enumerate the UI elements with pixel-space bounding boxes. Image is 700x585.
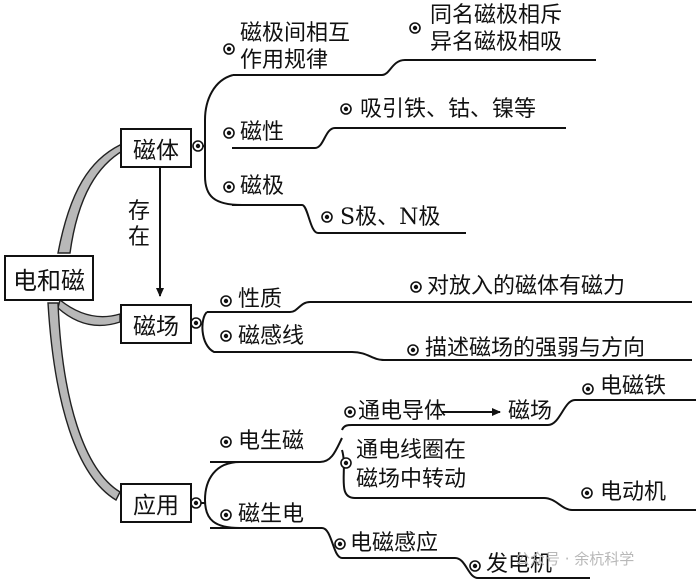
root-to-yingyong-branch bbox=[47, 302, 121, 501]
node-citi: 磁体 bbox=[120, 128, 192, 168]
citi-brace bbox=[204, 74, 243, 206]
rule-underline bbox=[233, 59, 596, 76]
rule-detail-1: 同名磁极相斥 bbox=[430, 3, 563, 28]
dianshengci-underline bbox=[210, 437, 343, 463]
xianquan-label-2: 磁场中转动 bbox=[356, 467, 467, 492]
rule-label: 磁极间相互 bbox=[240, 21, 351, 46]
cishengdian-underline bbox=[210, 527, 590, 579]
cixing-detail: 吸引铁、钴、镍等 bbox=[360, 97, 537, 122]
bullet-dots bbox=[193, 25, 591, 569]
yingyong-brace bbox=[203, 461, 241, 529]
tongdian-underline bbox=[341, 399, 696, 431]
xingzhi-link bbox=[289, 301, 692, 313]
xianquan-label-1: 通电线圈在 bbox=[356, 438, 467, 463]
dianshengci-label: 电生磁 bbox=[238, 429, 305, 454]
tongdian-label: 通电导体 bbox=[358, 399, 447, 424]
diancitie-label: 电磁铁 bbox=[600, 374, 667, 399]
xianquan-underline bbox=[341, 449, 696, 511]
cixing-label: 磁性 bbox=[240, 120, 285, 145]
rule-label-2: 作用规律 bbox=[240, 48, 329, 73]
diandongji-label: 电动机 bbox=[600, 480, 667, 505]
xingzhi-label: 性质 bbox=[238, 287, 283, 312]
bullet-markers bbox=[190, 22, 594, 572]
node-yingyong: 应用 bbox=[120, 483, 192, 523]
watermark: 公众号 · 余杭科学 bbox=[515, 550, 635, 568]
root-node: 电和磁 bbox=[4, 255, 94, 301]
exist-label-2: 在 bbox=[128, 225, 151, 250]
diancigan-label: 电磁感应 bbox=[350, 531, 439, 556]
cishengdian-label: 磁生电 bbox=[238, 502, 305, 527]
node-cichang: 磁场 bbox=[120, 304, 192, 344]
xingzhi-detail: 对放入的磁体有磁力 bbox=[427, 274, 626, 299]
cichang-target-label: 磁场 bbox=[508, 399, 553, 424]
ciganxian-label: 磁感线 bbox=[238, 324, 305, 349]
cichang-brace bbox=[201, 311, 385, 361]
ciji-detail: S极、N极 bbox=[340, 205, 441, 230]
ciganxian-detail: 描述磁场的强弱与方向 bbox=[425, 336, 646, 361]
exist-label-1: 存 bbox=[128, 199, 151, 224]
ciji-label: 磁极 bbox=[240, 174, 285, 199]
cixing-underline bbox=[232, 127, 566, 149]
ciji-underline bbox=[232, 204, 466, 234]
rule-detail-2: 异名磁极相吸 bbox=[430, 30, 563, 55]
fadianji-label: 发电机 bbox=[486, 552, 553, 577]
